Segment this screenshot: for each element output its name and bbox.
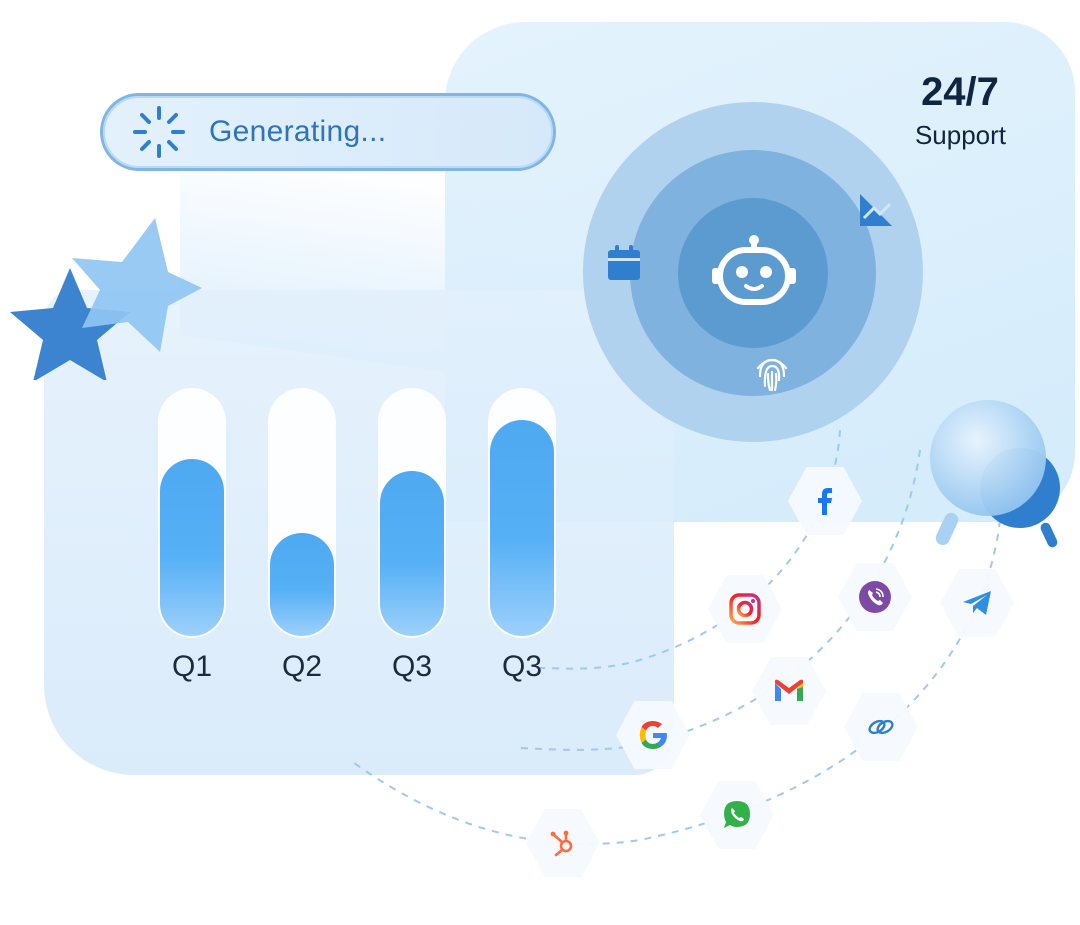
generating-status: Generating...	[100, 93, 556, 171]
bar-label: Q3	[501, 650, 543, 683]
bar-label: Q2	[281, 650, 323, 683]
bar	[270, 533, 334, 636]
bar	[490, 420, 554, 636]
facebook-icon	[818, 488, 832, 515]
fingerprint-icon	[756, 358, 788, 392]
viber-icon	[859, 581, 891, 613]
link-icon	[868, 719, 894, 735]
whatsapp-icon	[724, 801, 750, 828]
magnifier-icon	[930, 400, 1060, 548]
calendar-icon	[608, 245, 640, 280]
background-panel-left	[44, 290, 674, 775]
generating-label: Generating...	[209, 115, 387, 148]
support-number: 24/7	[921, 70, 999, 114]
star-icon	[10, 218, 202, 380]
chart-trend-icon	[860, 194, 892, 226]
hubspot-icon	[550, 830, 573, 857]
google-icon	[639, 721, 667, 749]
instagram-icon	[729, 593, 761, 625]
bar-label: Q1	[171, 650, 213, 683]
bar	[160, 459, 224, 636]
telegram-icon	[963, 591, 991, 615]
bar-label: Q3	[391, 650, 433, 683]
robot-icon	[712, 235, 796, 305]
support-label: Support	[914, 120, 1007, 150]
spinner-icon	[133, 106, 185, 158]
circle-inner	[678, 198, 828, 348]
bar	[380, 471, 444, 636]
gmail-icon	[775, 679, 803, 701]
